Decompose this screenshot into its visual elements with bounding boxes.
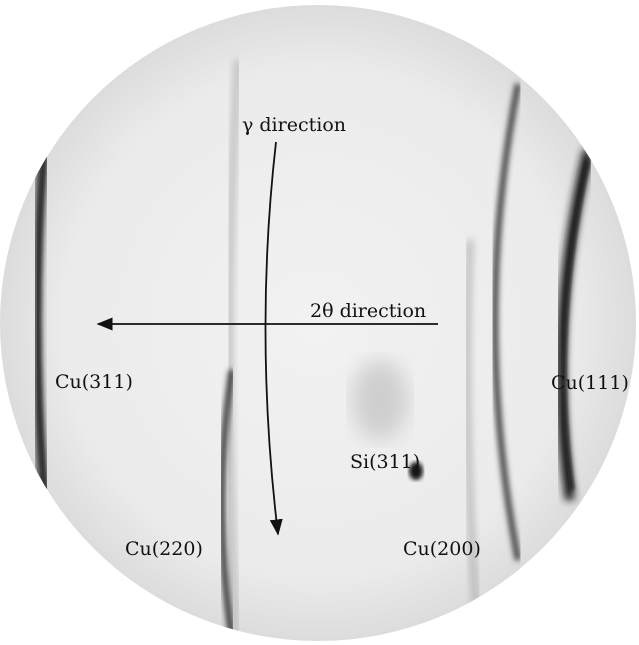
- detector-disc: [0, 5, 636, 641]
- cu311-label: Cu(311): [55, 371, 133, 393]
- two-theta-direction-label: 2θ direction: [310, 300, 426, 322]
- cu200-ring: [464, 239, 481, 641]
- cu111-label: Cu(111): [551, 372, 629, 394]
- faint-ring: [226, 59, 241, 641]
- si311-label: Si(311): [350, 451, 420, 473]
- gamma-direction-label: γ direction: [242, 114, 346, 136]
- si311-halo: [352, 360, 408, 440]
- cu111-inner-ring: [492, 83, 521, 561]
- cu200-label: Cu(200): [403, 538, 481, 560]
- cu220-label: Cu(220): [125, 538, 203, 560]
- si311-spot: [409, 462, 423, 480]
- gamma-direction-arrow: [264, 141, 283, 536]
- cu111-outer-ring: [555, 148, 593, 501]
- cu220-ring: [219, 369, 235, 641]
